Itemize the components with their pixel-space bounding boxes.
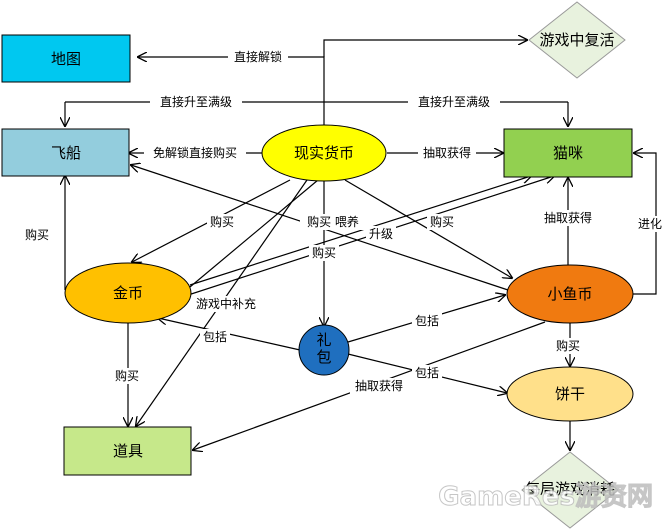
node-fish-coin: 小鱼币: [506, 264, 634, 324]
node-map: 地图: [1, 34, 131, 83]
label-buy-right: 购买: [430, 214, 454, 229]
label-evolve: 进化: [638, 217, 662, 231]
gift-pack-label-line: 礼: [316, 331, 331, 349]
label-include-biscuit: 包括: [415, 365, 439, 380]
label-include-gold: 包括: [203, 329, 227, 344]
node-gift-pack: 礼包: [298, 324, 350, 376]
node-real-money-label: 现实货币: [294, 144, 354, 162]
label-draw-from-fish: 抽取获得: [544, 210, 592, 225]
label-ship-buy: 免解锁直接购买: [153, 145, 237, 160]
node-consume-label: 每局游戏消耗: [525, 480, 615, 498]
label-in-game: 游戏中补充: [196, 296, 256, 311]
label-include-fish: 包括: [415, 313, 439, 328]
edge-gold-to-cat-feed: [189, 176, 531, 286]
node-biscuit-label: 饼干: [555, 385, 585, 403]
label-buy-ship: 购买: [25, 227, 49, 242]
node-props: 道具: [63, 426, 192, 476]
edge-money-to-map: [138, 57, 325, 128]
watermark: GameRes游资网: [438, 482, 653, 512]
label-draw-cat: 抽取获得: [423, 145, 471, 160]
node-gold-label: 金币: [113, 284, 143, 302]
label-buy-feed: 购买 喂养: [307, 214, 359, 229]
label-buy-gold: 购买: [210, 214, 234, 229]
node-real-money: 现实货币: [261, 124, 387, 182]
node-ship: 飞船: [1, 128, 130, 177]
node-fish-coin-label: 小鱼币: [547, 285, 592, 303]
node-cat: 猫咪: [503, 128, 633, 178]
node-revive-label: 游戏中复活: [539, 31, 614, 49]
label-max-ship: 直接升至满级: [160, 94, 232, 109]
label-upgrade: 升级: [369, 227, 393, 241]
node-biscuit: 饼干: [506, 366, 634, 422]
node-cat-label: 猫咪: [553, 144, 583, 162]
label-buy-biscuit: 购买: [556, 338, 580, 353]
node-gold: 金币: [64, 262, 192, 324]
node-revive: 游戏中复活: [528, 1, 626, 79]
label-draw-props: 抽取获得: [355, 378, 403, 393]
gift-pack-label-line: 包: [316, 348, 331, 366]
label-max-cat: 直接升至满级: [418, 94, 490, 109]
node-ship-label: 飞船: [51, 144, 81, 162]
label-buy-mid: 购买: [312, 245, 336, 260]
label-buy-props: 购买: [115, 368, 139, 383]
node-map-label: 地图: [51, 50, 81, 68]
label-unlock-map: 直接解锁: [234, 49, 282, 64]
edge-money-to-revive: [323, 40, 527, 57]
edge-money-to-gold-topup: [178, 179, 319, 297]
edge-labels: 直接解锁 直接升至满级 直接升至满级 免解锁直接购买 抽取获得 购买 购买 喂养…: [22, 49, 665, 394]
node-gift-pack-label: 礼包: [316, 331, 331, 366]
node-consume: 每局游戏消耗: [521, 451, 619, 529]
node-props-label: 道具: [113, 442, 143, 460]
